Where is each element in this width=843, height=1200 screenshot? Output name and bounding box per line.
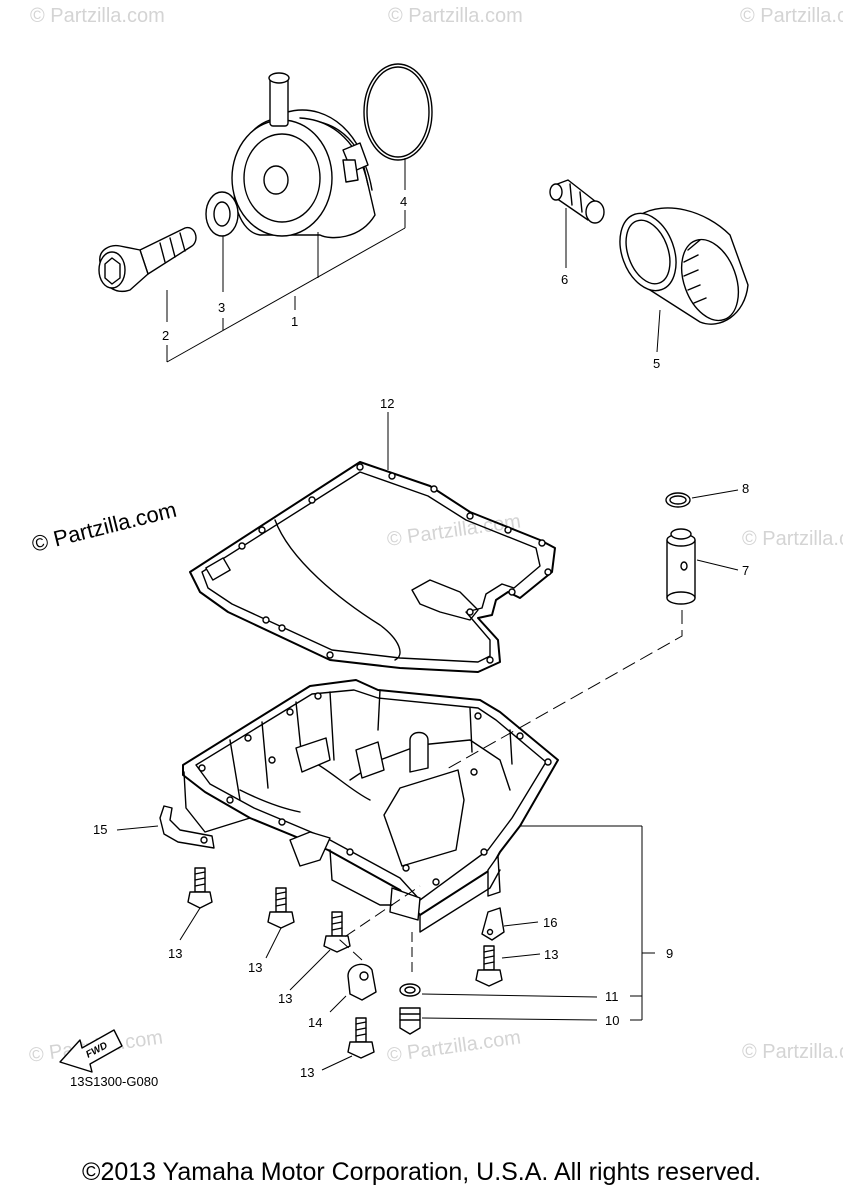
oil-pan-part-9	[182, 679, 559, 933]
drain-bolt-part-10	[399, 1007, 598, 1035]
callout-8: 8	[742, 481, 749, 496]
watermark-top-left: © Partzilla.com	[30, 5, 165, 27]
callout-1: 1	[291, 314, 298, 329]
union-bolt-part-2	[98, 226, 197, 292]
callout-9: 9	[666, 946, 673, 961]
diagram-code: 13S1300-G080	[70, 1074, 158, 1089]
upper-leader-lines	[166, 158, 661, 363]
bolt-part-13c	[289, 911, 351, 991]
copyright-notice: ©2013 Yamaha Motor Corporation, U.S.A. A…	[82, 1158, 761, 1186]
watermark-main: © Partzilla.com	[29, 497, 179, 557]
clip-part-16	[481, 907, 539, 941]
bracket-part-14	[329, 885, 421, 1013]
callout-2: 2	[162, 328, 169, 343]
bracket-part-15	[116, 805, 215, 849]
callout-13-d: 13	[544, 947, 558, 962]
callout-6: 6	[561, 272, 568, 287]
callout-13-c: 13	[278, 991, 292, 1006]
watermark-bottom-right: © Partzilla.com	[742, 1041, 843, 1063]
washer-part-11	[399, 930, 598, 998]
callout-3: 3	[218, 300, 225, 315]
pipe-part-7	[444, 528, 739, 771]
callout-12: 12	[380, 396, 394, 411]
watermark-mid-right: © Partzilla.com	[742, 528, 843, 550]
callout-13-e: 13	[300, 1065, 314, 1080]
callout-16: 16	[543, 915, 557, 930]
callout-4: 4	[400, 194, 407, 209]
callout-13-a: 13	[168, 946, 182, 961]
bolt-part-13b	[265, 887, 295, 959]
bolt-part-13e	[321, 1017, 375, 1071]
callout-15: 15	[93, 822, 107, 837]
callout-14: 14	[308, 1015, 322, 1030]
watermark-top-center: © Partzilla.com	[388, 5, 523, 27]
watermark-bottom-center: © Partzilla.com	[386, 1026, 523, 1067]
callout-10: 10	[605, 1013, 619, 1028]
o-ring-part-4	[363, 63, 433, 161]
gasket-part-12	[189, 412, 556, 673]
oil-filter-part-5	[619, 207, 749, 325]
forward-arrow-icon: FWD	[59, 1029, 123, 1073]
part-9-bracket-lines	[520, 825, 655, 1021]
fitting-part-6	[549, 179, 605, 224]
bolt-part-13d	[475, 945, 541, 987]
callout-11: 11	[605, 989, 619, 1004]
callout-5: 5	[653, 356, 660, 371]
oil-cooler-part-1	[231, 72, 376, 239]
watermark-mid-center: © Partzilla.com	[386, 510, 523, 551]
callout-7: 7	[742, 563, 749, 578]
bolt-part-13a	[179, 867, 213, 941]
callout-13-b: 13	[248, 960, 262, 975]
watermark-top-right: © Partzilla.com	[740, 5, 843, 27]
washer-part-8	[665, 489, 739, 508]
washer-part-3	[205, 191, 239, 237]
